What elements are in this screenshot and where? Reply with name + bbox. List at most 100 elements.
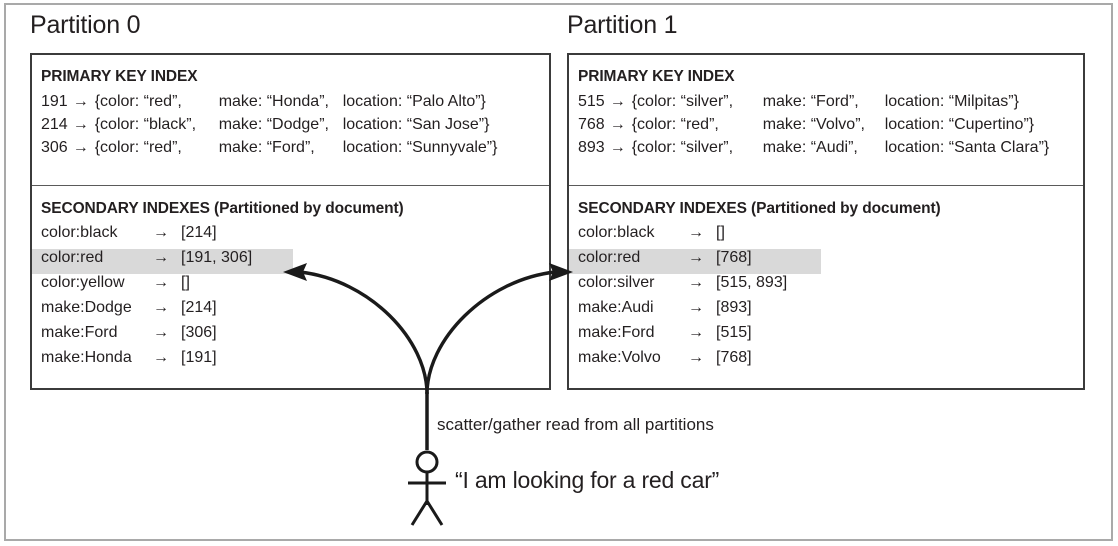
partition-0-primary-index: PRIMARY KEY INDEX 191 → {color: “red”, m… [32, 55, 549, 186]
index-term: color:silver [578, 274, 655, 291]
index-term: color:yellow [41, 274, 125, 291]
posting-list: [768] [716, 349, 752, 366]
doc-location-field: location: “Palo Alto”} [342, 93, 486, 110]
index-term: make:Audi [578, 299, 654, 316]
doc-color-field: {color: “red”, [94, 93, 182, 110]
secondary-index-row: make:Ford → [515] [569, 324, 1083, 349]
user-query-speech: “I am looking for a red car” [455, 467, 720, 493]
partition-0-secondary-index: SECONDARY INDEXES (Partitioned by docume… [32, 186, 549, 374]
secondary-index-rows: color:black → [] color:red → [768] color… [569, 218, 1083, 374]
primary-key: 515 [578, 93, 605, 110]
index-term: color:black [41, 224, 118, 241]
primary-index-rows: 515 → {color: “silver”, make: “Ford”, lo… [569, 86, 1083, 162]
primary-key: 214 [41, 116, 68, 133]
secondary-index-row: color:silver → [515, 893] [569, 274, 1083, 299]
primary-index-row: 191 → {color: “red”, make: “Honda”, loca… [41, 93, 549, 116]
doc-make-field: make: “Dodge”, [218, 116, 329, 133]
index-term: color:black [578, 224, 655, 241]
maps-to-arrow-icon: → [688, 249, 704, 266]
maps-to-arrow-icon: → [688, 274, 704, 291]
index-term: make:Dodge [41, 299, 132, 316]
partition-1-title: Partition 1 [567, 11, 678, 39]
secondary-index-heading: SECONDARY INDEXES (Partitioned by docume… [41, 200, 404, 217]
maps-to-arrow-icon: → [72, 139, 89, 156]
secondary-index-row: color:black → [] [569, 224, 1083, 249]
doc-make-field: make: “Volvo”, [762, 116, 865, 133]
maps-to-arrow-icon: → [688, 349, 704, 366]
doc-make-field: make: “Ford”, [218, 139, 315, 156]
posting-list: [306] [181, 324, 217, 341]
primary-index-heading: PRIMARY KEY INDEX [578, 68, 735, 85]
primary-index-row: 214 → {color: “black”, make: “Dodge”, lo… [41, 116, 549, 139]
primary-index-row: 306 → {color: “red”, make: “Ford”, locat… [41, 139, 549, 162]
maps-to-arrow-icon: → [153, 324, 169, 341]
secondary-index-row: make:Ford → [306] [32, 324, 549, 349]
doc-location-field: location: “Cupertino”} [884, 116, 1035, 133]
doc-location-field: location: “Santa Clara”} [884, 139, 1050, 156]
primary-key: 306 [41, 139, 68, 156]
maps-to-arrow-icon: → [72, 116, 89, 133]
primary-key: 893 [578, 139, 605, 156]
posting-list: [] [716, 224, 725, 241]
maps-to-arrow-icon: → [688, 324, 704, 341]
maps-to-arrow-icon: → [153, 349, 169, 366]
doc-make-field: make: “Audi”, [762, 139, 858, 156]
secondary-index-row: make:Dodge → [214] [32, 299, 549, 324]
partition-0-title: Partition 0 [30, 11, 141, 39]
primary-index-heading: PRIMARY KEY INDEX [41, 68, 198, 85]
doc-location-field: location: “Sunnyvale”} [342, 139, 498, 156]
maps-to-arrow-icon: → [609, 93, 626, 110]
secondary-index-row-highlighted: color:red → [191, 306] [32, 249, 293, 274]
partition-1-secondary-index: SECONDARY INDEXES (Partitioned by docume… [569, 186, 1083, 374]
maps-to-arrow-icon: → [688, 299, 704, 316]
maps-to-arrow-icon: → [609, 116, 626, 133]
doc-color-field: {color: “red”, [631, 116, 719, 133]
posting-list: [893] [716, 299, 752, 316]
posting-list: [214] [181, 224, 217, 241]
posting-list: [191] [181, 349, 217, 366]
primary-index-rows: 191 → {color: “red”, make: “Honda”, loca… [32, 86, 549, 162]
partition-0-box: PRIMARY KEY INDEX 191 → {color: “red”, m… [30, 53, 551, 390]
doc-color-field: {color: “silver”, [631, 93, 734, 110]
secondary-index-heading: SECONDARY INDEXES (Partitioned by docume… [578, 200, 941, 217]
secondary-index-rows: color:black → [214] color:red → [191, 30… [32, 218, 549, 374]
index-term: make:Volvo [578, 349, 661, 366]
posting-list: [214] [181, 299, 217, 316]
index-term: color:red [41, 249, 104, 266]
index-term: make:Ford [41, 324, 118, 341]
posting-list: [] [181, 274, 190, 291]
doc-make-field: make: “Ford”, [762, 93, 859, 110]
primary-key: 191 [41, 93, 68, 110]
primary-index-row: 893 → {color: “silver”, make: “Audi”, lo… [578, 139, 1083, 162]
doc-location-field: location: “Milpitas”} [884, 93, 1019, 110]
doc-location-field: location: “San Jose”} [342, 116, 490, 133]
maps-to-arrow-icon: → [153, 299, 169, 316]
maps-to-arrow-icon: → [153, 224, 169, 241]
primary-index-row: 515 → {color: “silver”, make: “Ford”, lo… [578, 93, 1083, 116]
posting-list: [515] [716, 324, 752, 341]
secondary-index-row: color:black → [214] [32, 224, 549, 249]
maps-to-arrow-icon: → [72, 93, 89, 110]
partition-1-primary-index: PRIMARY KEY INDEX 515 → {color: “silver”… [569, 55, 1083, 186]
posting-list: [768] [716, 249, 752, 266]
index-term: color:red [578, 249, 641, 266]
index-term: make:Ford [578, 324, 655, 341]
posting-list: [191, 306] [181, 249, 253, 266]
maps-to-arrow-icon: → [688, 224, 704, 241]
doc-make-field: make: “Honda”, [218, 93, 329, 110]
maps-to-arrow-icon: → [153, 249, 169, 266]
partition-1-box: PRIMARY KEY INDEX 515 → {color: “silver”… [567, 53, 1085, 390]
doc-color-field: {color: “black”, [94, 116, 197, 133]
secondary-index-row: make:Honda → [191] [32, 349, 549, 374]
posting-list: [515, 893] [716, 274, 788, 291]
primary-index-row: 768 → {color: “red”, make: “Volvo”, loca… [578, 116, 1083, 139]
secondary-index-row: make:Volvo → [768] [569, 349, 1083, 374]
scatter-gather-caption: scatter/gather read from all partitions [437, 415, 714, 434]
doc-color-field: {color: “silver”, [631, 139, 734, 156]
index-term: make:Honda [41, 349, 132, 366]
primary-key: 768 [578, 116, 605, 133]
doc-color-field: {color: “red”, [94, 139, 182, 156]
maps-to-arrow-icon: → [153, 274, 169, 291]
secondary-index-row-highlighted: color:red → [768] [569, 249, 821, 274]
